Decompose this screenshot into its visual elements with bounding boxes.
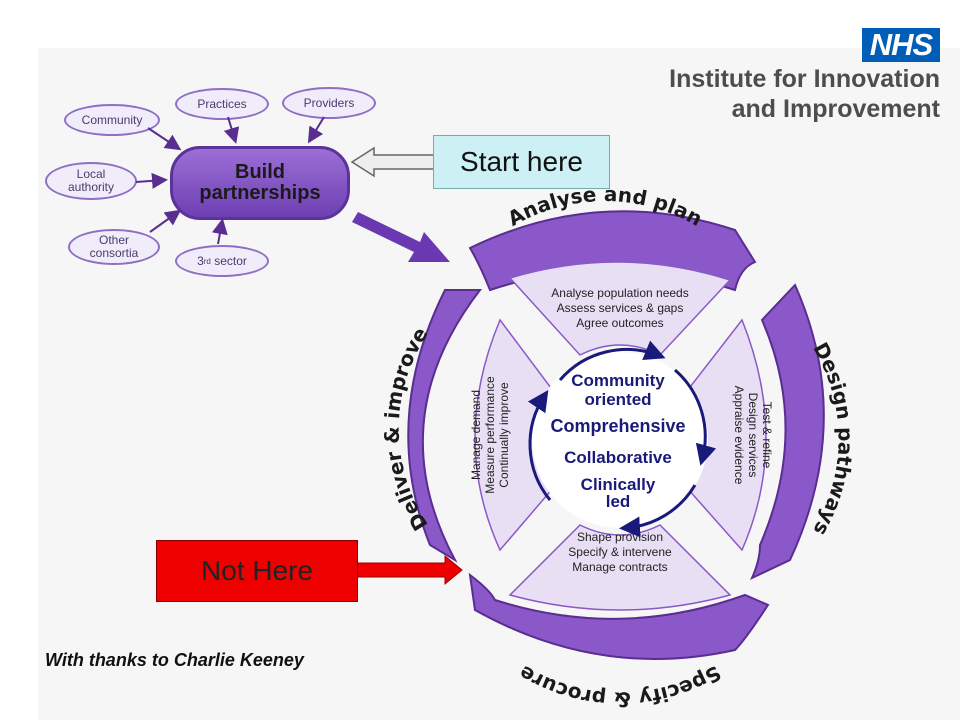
third-sector-superscript: rd <box>203 256 211 266</box>
segment-design-line-2: Design services <box>746 393 760 478</box>
segment-deliver-line-3: Continually improve <box>497 382 511 488</box>
center-collaborative: Collaborative <box>564 448 672 467</box>
build-line-2: partnerships <box>199 182 321 204</box>
build-partnerships-box: Build partnerships <box>170 146 350 220</box>
start-here-arrow <box>350 146 435 178</box>
partner-community: Community <box>64 104 160 136</box>
cycle-arrow-top <box>558 340 666 381</box>
segment-specify-line-2: Specify & intervene <box>568 545 672 559</box>
band-specify <box>468 572 770 660</box>
center-community: Community <box>571 371 665 390</box>
third-sector-number: 3 <box>197 253 204 268</box>
partner-other-consortia: Other consortia <box>68 229 160 265</box>
segment-specify-line-1: Shape provision <box>577 530 663 544</box>
arrow-to-cycle <box>352 212 450 262</box>
nhs-logo: NHS <box>862 28 940 62</box>
segment-specify-line-3: Manage contracts <box>572 560 667 574</box>
partner-providers: Providers <box>282 87 376 119</box>
segment-specify <box>508 524 732 611</box>
segment-design-line-3: Test & refine <box>760 402 774 469</box>
arrow-community <box>147 127 182 151</box>
build-line-1: Build <box>235 161 285 183</box>
local-authority-line-2: authority <box>67 180 115 194</box>
start-here-box: Start here <box>433 135 610 189</box>
segment-analyse <box>508 261 732 356</box>
third-sector-label: sector <box>210 253 247 268</box>
center-oriented: oriented <box>584 390 651 409</box>
segment-deliver-line-1: Manage demand <box>469 390 483 480</box>
band-label-specify: Specify & procure <box>515 661 726 712</box>
institute-line-2: and Improvement <box>731 95 940 123</box>
center-led: led <box>606 492 631 511</box>
other-consortia-line-2: consortia <box>89 246 139 260</box>
center-clinically: Clinically <box>581 475 656 494</box>
cycle-arrow-bottom <box>619 484 697 538</box>
segment-deliver-line-2: Measure performance <box>483 376 497 494</box>
arrow-practices <box>223 116 240 144</box>
segment-design-line-1: Appraise evidence <box>732 386 746 485</box>
partner-practices: Practices <box>175 88 269 120</box>
arrow-local-authority <box>135 172 168 189</box>
not-here-box: Not Here <box>156 540 358 602</box>
credit-text: With thanks to Charlie Keeney <box>45 650 304 670</box>
institute-name: Institute for Innovation and Improvement <box>630 64 940 124</box>
other-consortia-line-1: Other <box>98 233 129 247</box>
cycle-arrow-left <box>527 390 552 501</box>
cycle-arrow-right <box>674 368 717 466</box>
center-comprehensive: Comprehensive <box>550 416 685 436</box>
arrow-other-consortia <box>149 209 182 233</box>
arrow-third-sector <box>211 218 228 245</box>
segment-analyse-line-2: Assess services & gaps <box>557 301 684 315</box>
segment-analyse-line-3: Agree outcomes <box>576 316 663 330</box>
segment-analyse-line-1: Analyse population needs <box>551 286 688 300</box>
arrow-providers <box>307 116 325 144</box>
not-here-arrow <box>355 554 463 586</box>
partner-local-authority: Local authority <box>45 162 137 200</box>
band-design <box>749 283 825 581</box>
center-circle <box>532 352 708 528</box>
band-deliver <box>407 289 483 563</box>
institute-line-1: Institute for Innovation <box>669 65 940 93</box>
local-authority-line-1: Local <box>76 167 106 181</box>
